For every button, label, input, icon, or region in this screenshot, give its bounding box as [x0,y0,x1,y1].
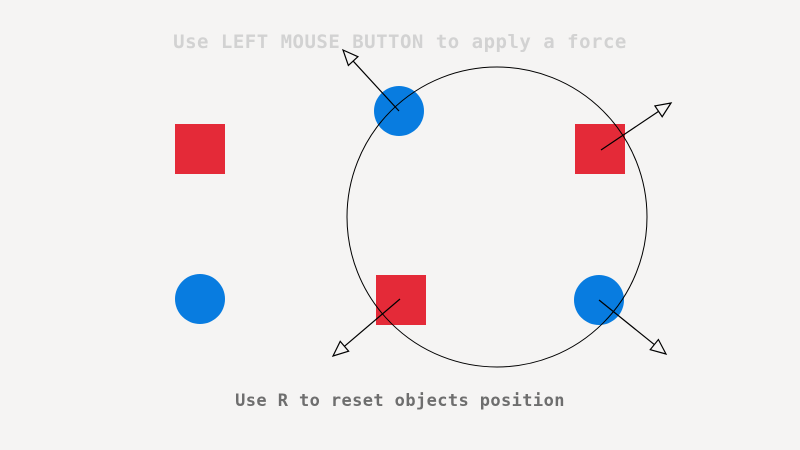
force-arrow-ball-bottom-right-head [649,338,668,355]
boundary-circle [346,66,648,368]
red-box-box-top-left[interactable] [175,124,225,174]
force-arrow-ball-bottom-right-line [598,299,655,346]
blue-ball-ball-left[interactable] [175,274,225,324]
force-arrow-box-right-line [600,110,659,151]
force-arrow-box-right-head [653,102,673,118]
force-arrow-ball-top-line [352,60,400,112]
red-box-box-right[interactable] [575,124,625,174]
force-arrow-ball-top-head [341,48,360,67]
red-box-box-bottom-center[interactable] [376,275,426,325]
force-arrow-box-bottom-center-head [331,340,350,357]
force-arrow-box-bottom-center-line [344,298,401,347]
